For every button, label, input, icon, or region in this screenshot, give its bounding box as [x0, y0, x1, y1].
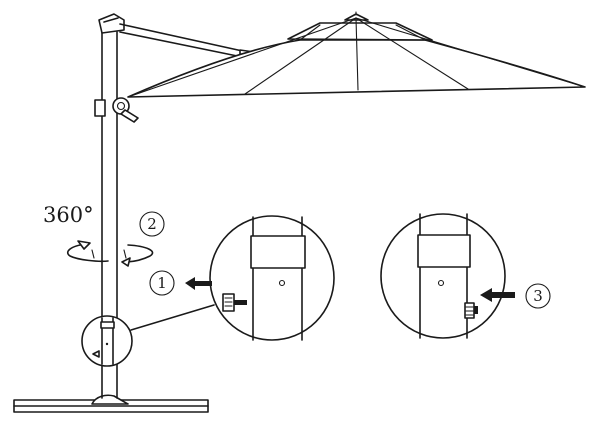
detail-zoom-right	[380, 213, 506, 339]
arrow-left-icon	[185, 277, 212, 290]
step-1-badge: 1	[149, 270, 175, 296]
umbrella-canopy	[112, 11, 586, 123]
step-2-number: 2	[147, 215, 157, 233]
umbrella-arm	[119, 23, 255, 59]
umbrella-base	[13, 394, 209, 413]
rotation-arrow-icon	[66, 240, 154, 267]
step-1-number: 1	[157, 274, 167, 292]
arrow-left-icon	[480, 288, 515, 302]
step-3-number: 3	[533, 287, 543, 305]
detail-zoom-left	[209, 215, 335, 341]
pole-detail-circle	[81, 304, 215, 367]
step-3-badge: 3	[525, 283, 551, 309]
rotation-label: 360°	[43, 203, 94, 227]
step-2-badge: 2	[139, 211, 165, 237]
